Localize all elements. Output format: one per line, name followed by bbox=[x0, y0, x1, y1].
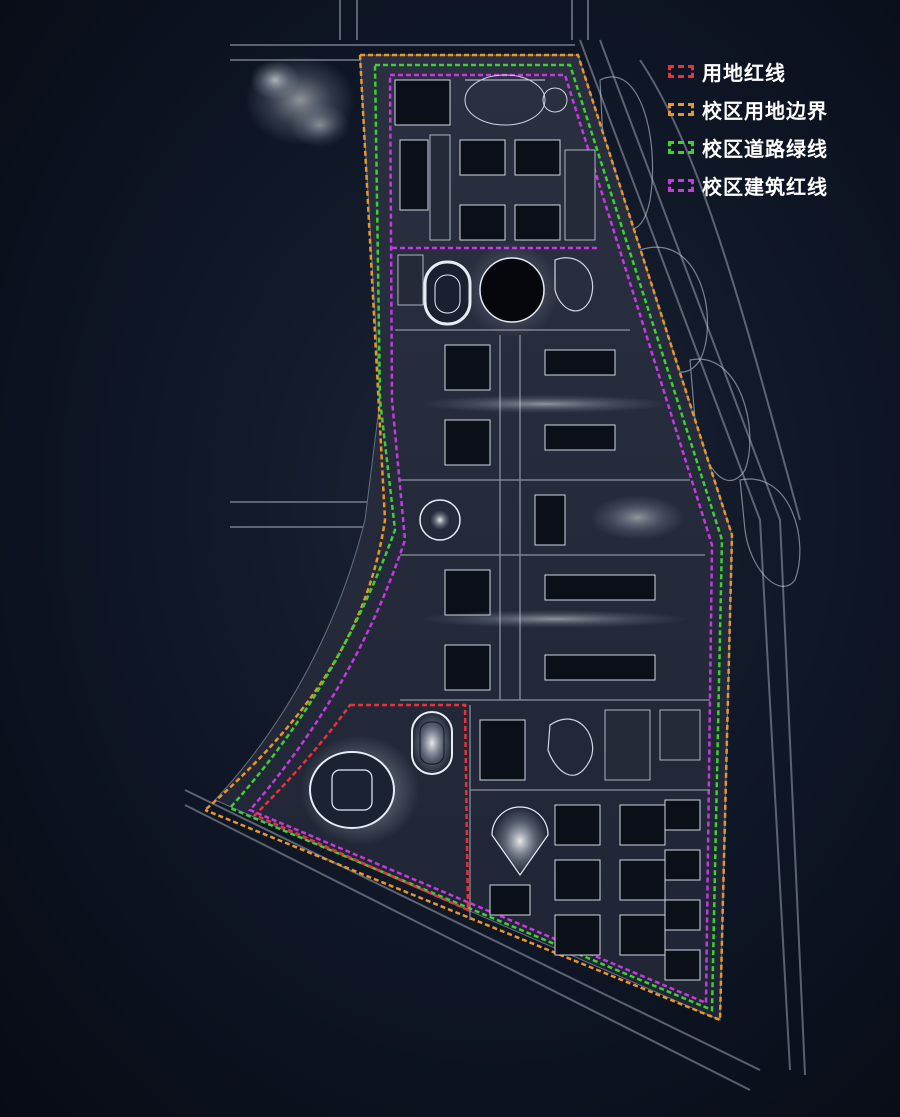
map-legend: 用地红线 校区用地边界 校区道路绿线 校区建筑红线 bbox=[668, 52, 888, 204]
west-round-plaza bbox=[419, 499, 461, 541]
legend-item-building-red-line: 校区建筑红线 bbox=[668, 166, 888, 204]
legend-label: 校区道路绿线 bbox=[702, 136, 828, 161]
campus-road-green-line bbox=[227, 63, 724, 1012]
legend-label: 用地红线 bbox=[702, 60, 786, 85]
campus-land-boundary-left bbox=[204, 54, 387, 811]
red-dashed-swatch-icon bbox=[668, 64, 694, 78]
central-round-plaza bbox=[464, 242, 560, 338]
north-garden bbox=[464, 74, 568, 126]
baseball-field bbox=[491, 806, 549, 877]
main-stadium bbox=[300, 735, 420, 845]
campus-buildings bbox=[394, 79, 701, 981]
legend-item-land-red-line: 用地红线 bbox=[668, 52, 888, 90]
orange-dashed-swatch-icon bbox=[668, 102, 694, 116]
secondary-track bbox=[411, 711, 453, 775]
island-landscape bbox=[245, 55, 355, 147]
legend-label: 校区用地边界 bbox=[702, 98, 828, 123]
legend-label: 校区建筑红线 bbox=[702, 174, 828, 199]
campus-land-boundary bbox=[204, 53, 734, 1022]
track-field-top bbox=[423, 260, 472, 326]
land-use-red-line bbox=[252, 703, 470, 912]
green-dashed-swatch-icon bbox=[668, 140, 694, 154]
central-axis-glow bbox=[420, 395, 690, 628]
campus-building-red-line bbox=[247, 73, 714, 1005]
purple-dashed-swatch-icon bbox=[668, 178, 694, 192]
dormitory-rows bbox=[397, 134, 701, 781]
legend-item-campus-boundary: 校区用地边界 bbox=[668, 90, 888, 128]
central-park bbox=[547, 257, 594, 776]
legend-item-road-green-line: 校区道路绿线 bbox=[668, 128, 888, 166]
